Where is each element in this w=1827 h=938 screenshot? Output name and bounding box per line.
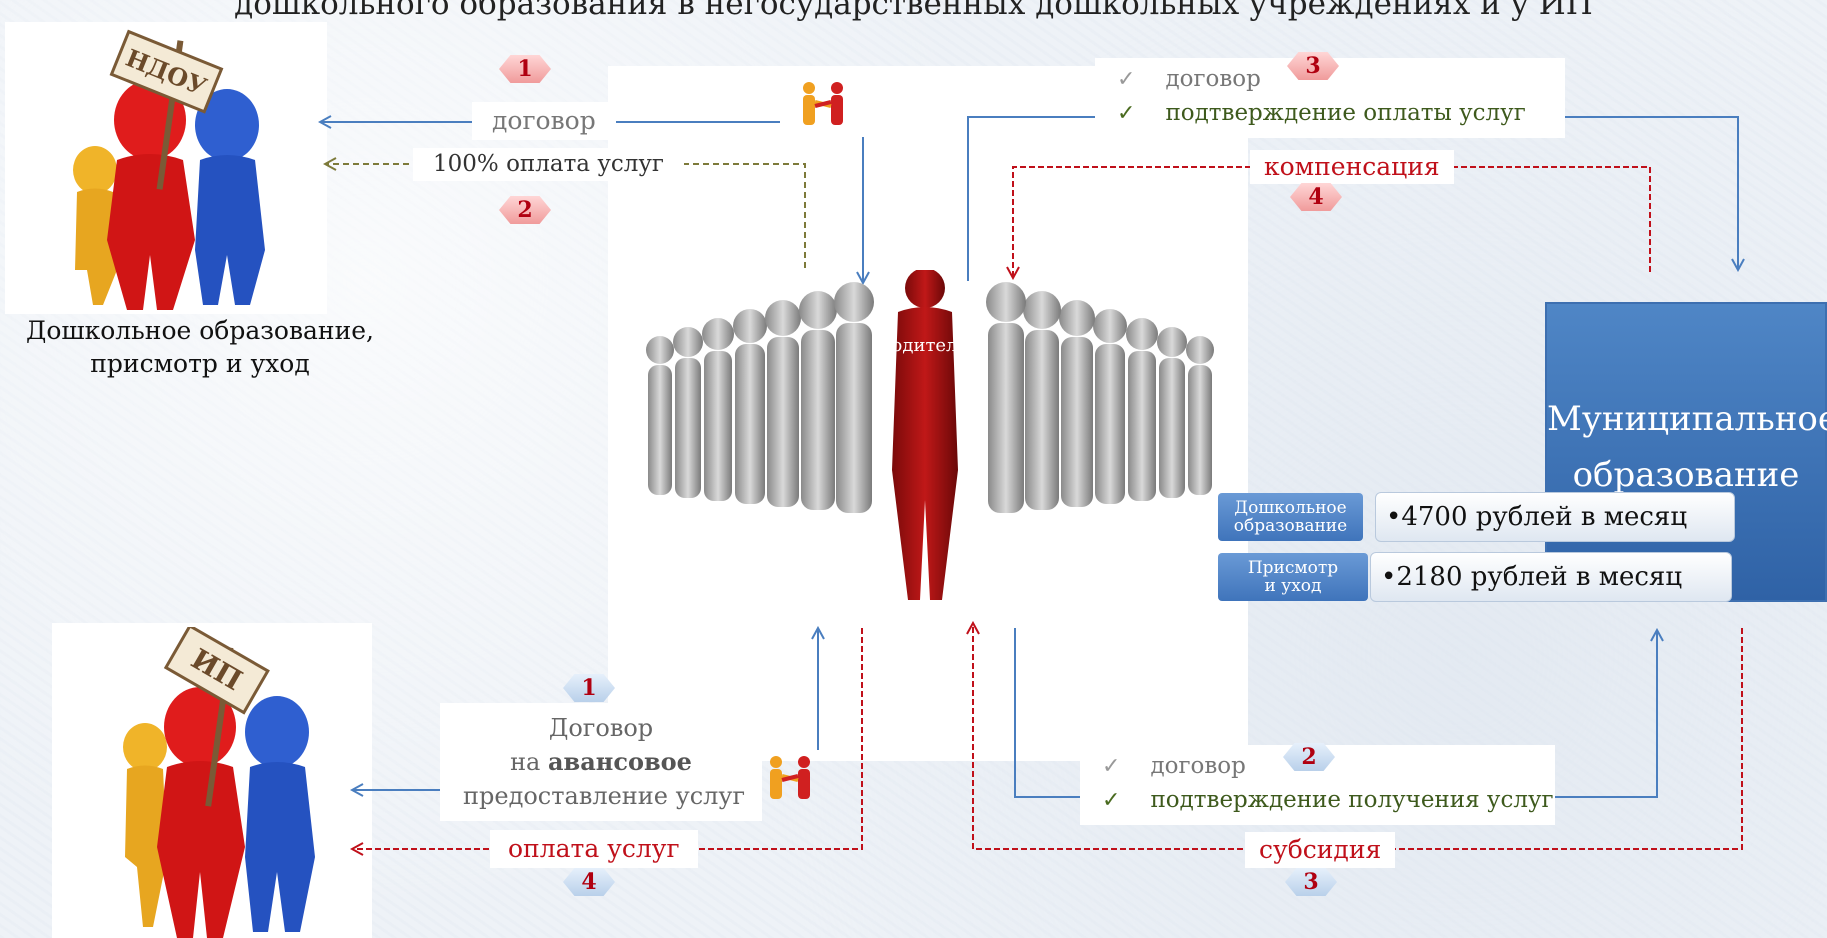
compensation-label: компенсация [1250,150,1454,184]
checklist-item: договор [1165,66,1261,92]
subsidy-label: субсидия [1245,832,1396,868]
ndou-people-illustration: НДОУ [73,29,265,310]
checklist-item: подтверждение оплаты услуг [1165,100,1526,126]
check-icon: ✓ [1102,754,1121,779]
top-right-checklist: ✓ договор ✓ подтверждение оплаты услуг [1095,58,1565,138]
municipal-title: Муниципальное [1547,399,1827,439]
step-badge: 2 [1283,743,1335,771]
ndou-caption: Дошкольное образование, присмотр и уход [0,314,400,380]
payment-label: 100% оплата услуг [413,148,684,181]
ndou-caption-line: Дошкольное образование, [26,316,374,345]
check-icon: ✓ [1117,101,1136,126]
parents-crowd-illustration [646,270,1214,600]
rate-value: •4700 рублей в месяц [1375,492,1735,542]
arrow-parents-to-municipal [967,116,1738,281]
rate-tag: Дошкольное образование [1218,493,1363,541]
ip-payment-label: оплата услуг [490,830,698,868]
step-badge: 2 [499,196,551,224]
rate-value: •2180 рублей в месяц [1370,552,1732,602]
step-badge: 3 [1285,868,1337,896]
checklist-item: подтверждение получения услуг [1150,787,1554,813]
ip-contract-box: Договор на авансовое предоставление услу… [440,703,762,821]
handshake-icon [803,82,843,125]
step-badge: 4 [563,868,615,896]
step-badge: 1 [499,55,551,83]
check-icon: ✓ [1117,67,1136,92]
contract-label: договор [472,102,616,140]
step-badge: 1 [563,674,615,702]
ip-people-illustration: ИП [123,627,315,938]
step-badge: 3 [1287,52,1339,80]
ndou-caption-line: присмотр и уход [90,349,310,378]
checklist-item: договор [1150,753,1246,779]
rate-tag: Присмотр и уход [1218,553,1368,601]
step-badge: 4 [1290,183,1342,211]
municipal-title: образование [1572,455,1800,495]
page-title: дошкольного образования в негосударствен… [234,0,1593,22]
handshake-icon [770,756,810,799]
check-icon: ✓ [1102,788,1121,813]
parents-label: родители [880,335,970,356]
